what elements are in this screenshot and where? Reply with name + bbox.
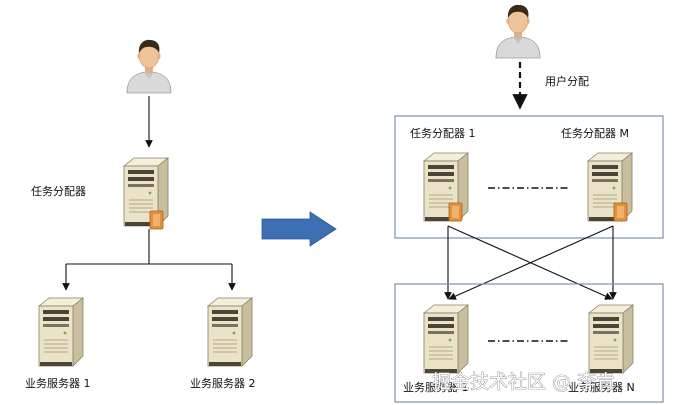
plug-icon: [613, 202, 628, 222]
dispatcher-label: 任务分配器: [31, 185, 86, 198]
user-dispatch-label: 用户分配: [545, 74, 589, 88]
plug-icon: [448, 202, 463, 222]
server-2-label: 业务服务器 2: [190, 377, 256, 390]
server-icon: [207, 297, 253, 367]
dispatcher-1-server: [423, 152, 469, 222]
dispatcher-server: [123, 157, 169, 230]
dispatcher-m-server: [587, 152, 633, 222]
server-icon: [38, 297, 84, 367]
right-architecture: 用户分配 任务分配器 1 任务分配器 M 业务服务器 1 业务服务器 N: [394, 4, 664, 403]
dispatcher-1-label: 任务分配器 1: [410, 127, 476, 140]
left-architecture: 任务分配器 业务服务器 1 业务服务器 2: [25, 39, 256, 390]
watermark: 掘金技术社区 @ 李肯: [432, 371, 615, 393]
server-1-label: 业务服务器 1: [25, 377, 91, 390]
server-group: [394, 283, 664, 403]
dispatcher-m-label: 任务分配器 M: [561, 127, 629, 140]
right-arrow-icon: [261, 211, 337, 247]
server-n-label: 业务服务器 N: [568, 381, 635, 394]
server-icon: [423, 304, 469, 374]
server-1-label: 业务服务器 1: [403, 381, 469, 394]
dispatcher-group: [394, 115, 664, 239]
user-icon: [126, 39, 172, 94]
server-icon: [588, 304, 634, 374]
plug-icon: [149, 210, 164, 230]
connection-arrow: [448, 225, 614, 300]
user-icon: [495, 4, 541, 59]
